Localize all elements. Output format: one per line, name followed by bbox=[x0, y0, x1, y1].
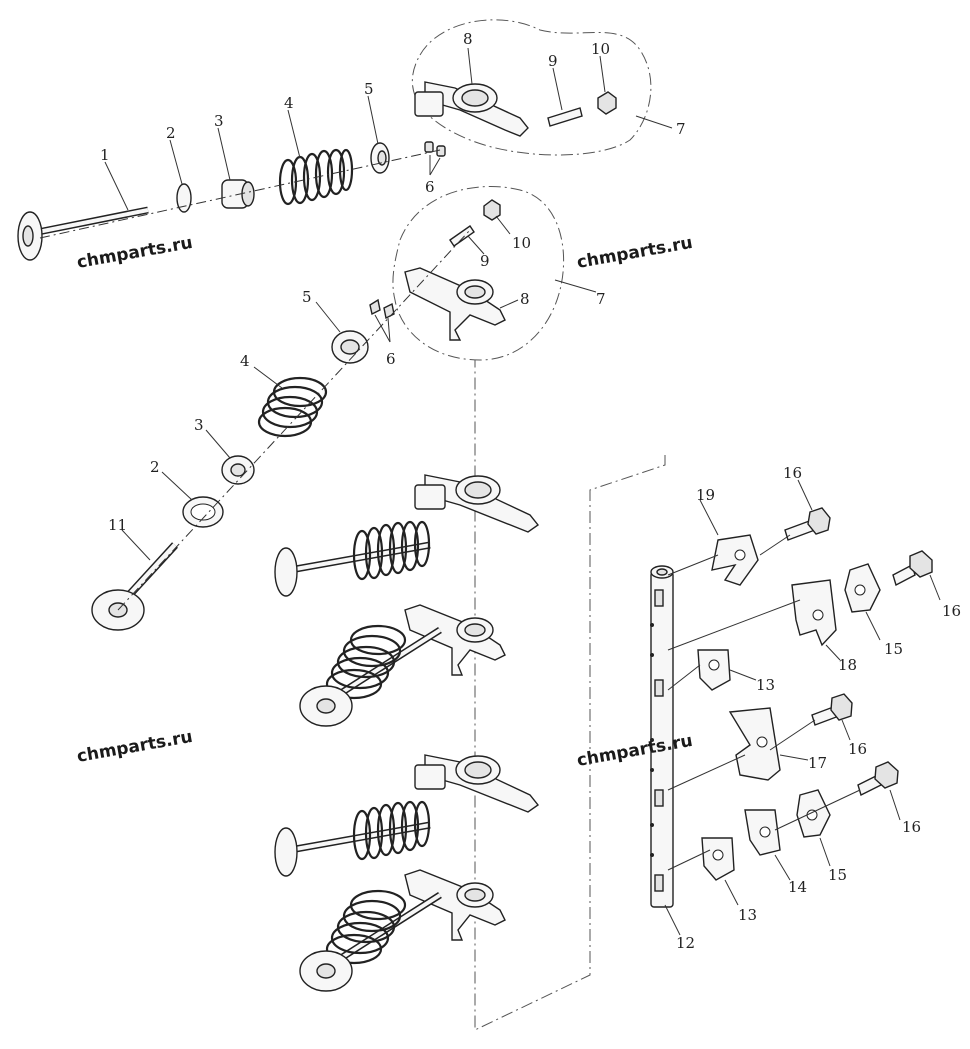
bracket-part-13-b bbox=[701, 837, 735, 881]
bracket-part-15-b bbox=[796, 789, 831, 838]
label-6: 6 bbox=[425, 178, 435, 196]
label-7-mid: 7 bbox=[596, 290, 606, 308]
bracket-part-19 bbox=[711, 534, 759, 586]
label-15-b: 15 bbox=[828, 866, 847, 884]
rocker-assembly-1 bbox=[414, 474, 540, 533]
bolt-part-16-a bbox=[784, 507, 831, 541]
bolt-part-16-d bbox=[857, 761, 899, 796]
watermark-3: chmparts.ru bbox=[75, 727, 194, 767]
rocker-shaft-part-12 bbox=[650, 565, 674, 908]
bracket-part-14 bbox=[744, 809, 781, 856]
label-9: 9 bbox=[548, 52, 558, 70]
label-5: 5 bbox=[364, 80, 374, 98]
retainer-part-5 bbox=[370, 142, 390, 174]
label-16-a: 16 bbox=[783, 464, 802, 482]
label-9-mid: 9 bbox=[480, 252, 490, 270]
valve-assembly-3 bbox=[274, 800, 431, 877]
label-6-mid: 6 bbox=[386, 350, 396, 368]
label-17: 17 bbox=[808, 754, 827, 772]
group-outline-7-mid bbox=[392, 186, 565, 361]
valve-assembly-4 bbox=[299, 889, 442, 992]
bracket-part-17 bbox=[728, 707, 781, 781]
label-1: 1 bbox=[100, 146, 110, 164]
bolt-part-16-b bbox=[892, 550, 933, 587]
rocker-assembly-4 bbox=[404, 869, 506, 941]
label-16-d: 16 bbox=[902, 818, 921, 836]
label-13-b: 13 bbox=[738, 906, 757, 924]
bolt-part-16-c bbox=[811, 693, 853, 726]
watermark-4: chmparts.ru bbox=[575, 731, 694, 771]
label-4: 4 bbox=[284, 94, 294, 112]
valve-part-1 bbox=[17, 206, 149, 261]
label-16-c: 16 bbox=[848, 740, 867, 758]
label-14: 14 bbox=[788, 878, 807, 896]
seal-part-2-mid bbox=[182, 496, 224, 528]
label-12: 12 bbox=[676, 934, 695, 952]
shaft-outline bbox=[474, 360, 666, 1031]
valve-assembly-1 bbox=[274, 520, 431, 597]
label-15-a: 15 bbox=[884, 640, 903, 658]
valve-part-11 bbox=[91, 542, 178, 631]
label-18: 18 bbox=[838, 656, 857, 674]
bracket-part-18 bbox=[791, 579, 837, 647]
seal-part-2 bbox=[176, 183, 192, 213]
nut-part-10 bbox=[597, 91, 617, 115]
label-7: 7 bbox=[676, 120, 686, 138]
nut-part-10-mid bbox=[483, 199, 501, 221]
label-10-mid: 10 bbox=[512, 234, 531, 252]
rocker-assembly-3 bbox=[414, 754, 540, 813]
label-19: 19 bbox=[696, 486, 715, 504]
retainer-part-5-mid bbox=[331, 330, 369, 364]
adjust-screw-part-9-mid bbox=[449, 225, 475, 247]
seal-part-3-mid bbox=[221, 455, 255, 485]
watermark-2: chmparts.ru bbox=[575, 233, 694, 273]
label-3: 3 bbox=[214, 112, 224, 130]
label-8-mid: 8 bbox=[520, 290, 530, 308]
label-2-mid: 2 bbox=[150, 458, 160, 476]
keeper-part-6 bbox=[424, 141, 446, 157]
label-10: 10 bbox=[591, 40, 610, 58]
label-3-mid: 3 bbox=[194, 416, 204, 434]
watermark-1: chmparts.ru bbox=[75, 233, 194, 273]
seal-part-3 bbox=[221, 179, 255, 209]
bracket-part-13-a bbox=[697, 649, 731, 691]
label-11: 11 bbox=[108, 516, 127, 534]
label-5-mid: 5 bbox=[302, 288, 312, 306]
group-outline-7-top bbox=[411, 19, 652, 156]
spring-part-4 bbox=[278, 148, 354, 206]
adjust-screw-part-9 bbox=[547, 107, 583, 127]
rocker-assembly-2 bbox=[404, 604, 506, 676]
label-8: 8 bbox=[463, 30, 473, 48]
label-13-a: 13 bbox=[756, 676, 775, 694]
rocker-part-8-top bbox=[414, 81, 529, 137]
spring-part-4-mid bbox=[257, 376, 328, 438]
label-4-mid: 4 bbox=[240, 352, 250, 370]
label-16-b: 16 bbox=[942, 602, 961, 620]
rocker-part-8-mid bbox=[404, 267, 506, 341]
bracket-part-15-a bbox=[844, 563, 881, 613]
valve-assembly-2 bbox=[299, 624, 442, 727]
label-2: 2 bbox=[166, 124, 176, 142]
